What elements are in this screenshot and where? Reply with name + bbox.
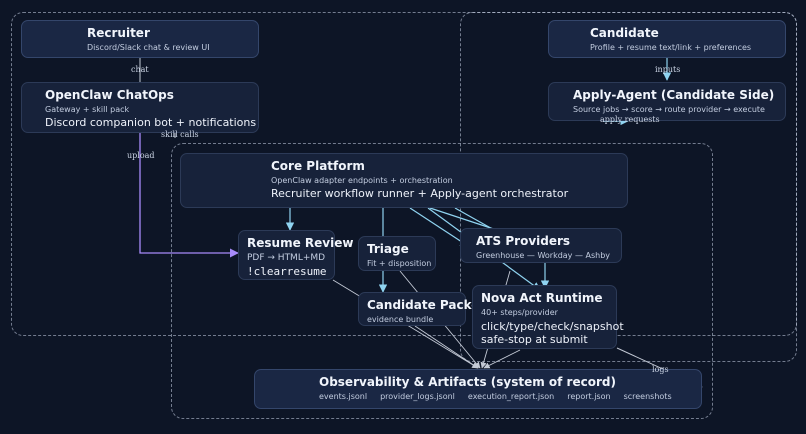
resume-review-command: !clearresume (247, 265, 327, 278)
nova-subtitle: 40+ steps/provider (481, 308, 558, 317)
core-subtitle: OpenClaw adapter endpoints + orchestrati… (271, 176, 453, 185)
resume-review-subtitle: PDF → HTML+MD (247, 253, 326, 263)
triage-subtitle: Fit + disposition (367, 259, 432, 268)
artifact-execution-report: execution_report.json (467, 392, 555, 401)
apply-agent-node: Apply-Agent (Candidate Side) Source jobs… (548, 82, 786, 121)
platform-group (171, 143, 713, 419)
triage-title: Triage (367, 242, 409, 256)
candidate-node: Candidate Profile + resume text/link + p… (548, 20, 786, 58)
artifact-files: events.jsonl provider_logs.jsonl execution… (319, 392, 693, 401)
recruiter-title: Recruiter (87, 26, 150, 40)
candidate-title: Candidate (590, 26, 659, 40)
recruiter-subtitle: Discord/Slack chat & review UI (87, 43, 210, 52)
nova-title: Nova Act Runtime (481, 291, 603, 305)
nova-act-node: Nova Act Runtime 40+ steps/provider clic… (472, 285, 624, 349)
edge-core-triage (409, 207, 469, 247)
artifact-events: events.jsonl (319, 392, 368, 401)
ats-subtitle: Greenhouse — Workday — Ashby (476, 251, 611, 260)
label-skill-calls: skill calls (161, 130, 199, 139)
nova-detail-safestop: safe-stop at submit (481, 333, 588, 346)
openclaw-detail: Discord companion bot + notifications (45, 116, 257, 129)
triage-node: Triage Fit + disposition (358, 236, 436, 271)
artifact-provider-logs: provider_logs.jsonl (380, 392, 455, 401)
openclaw-node: OpenClaw ChatOps Gateway + skill pack Di… (21, 82, 259, 133)
core-title: Core Platform (271, 159, 365, 173)
openclaw-title: OpenClaw ChatOps (45, 88, 174, 102)
label-upload: upload (127, 151, 155, 160)
ats-providers-node: ATS Providers Greenhouse — Workday — Ash… (460, 228, 622, 263)
candidate-packet-title: Candidate Packet (367, 298, 486, 312)
edge-packet-obs (414, 325, 479, 369)
label-chat: chat (131, 65, 149, 74)
candidate-packet-node: Candidate Packet evidence bundle (358, 292, 486, 326)
apply-agent-title: Apply-Agent (Candidate Side) (573, 88, 775, 102)
resume-review-node: Resume Review PDF → HTML+MD !clearresume (238, 230, 354, 280)
candidate-subtitle: Profile + resume text/link + preferences (590, 43, 752, 52)
label-inputs: inputs (655, 65, 681, 74)
candidate-packet-subtitle: evidence bundle (367, 315, 434, 324)
label-logs: logs (652, 365, 669, 374)
recruiter-node: Recruiter Discord/Slack chat & review UI (21, 20, 259, 58)
core-platform-node: Core Platform OpenClaw adapter endpoints… (180, 153, 628, 208)
resume-review-title: Resume Review (247, 236, 354, 250)
observability-node: Observability & Artifacts (system of rec… (254, 369, 702, 409)
core-detail: Recruiter workflow runner + Apply-agent … (271, 187, 569, 200)
artifact-screenshots: screenshots (623, 392, 672, 401)
openclaw-subtitle: Gateway + skill pack (45, 105, 130, 114)
edge-nova-obs (483, 349, 521, 369)
apply-agent-subtitle: Source jobs → score → route provider → e… (573, 105, 765, 114)
ats-title: ATS Providers (476, 234, 571, 248)
edge-upload (139, 133, 239, 258)
nova-detail-actions: click/type/check/snapshot (481, 320, 624, 333)
label-apply-requests: apply requests (600, 115, 660, 124)
artifact-report: report.json (567, 392, 611, 401)
observability-title: Observability & Artifacts (system of rec… (319, 375, 616, 389)
